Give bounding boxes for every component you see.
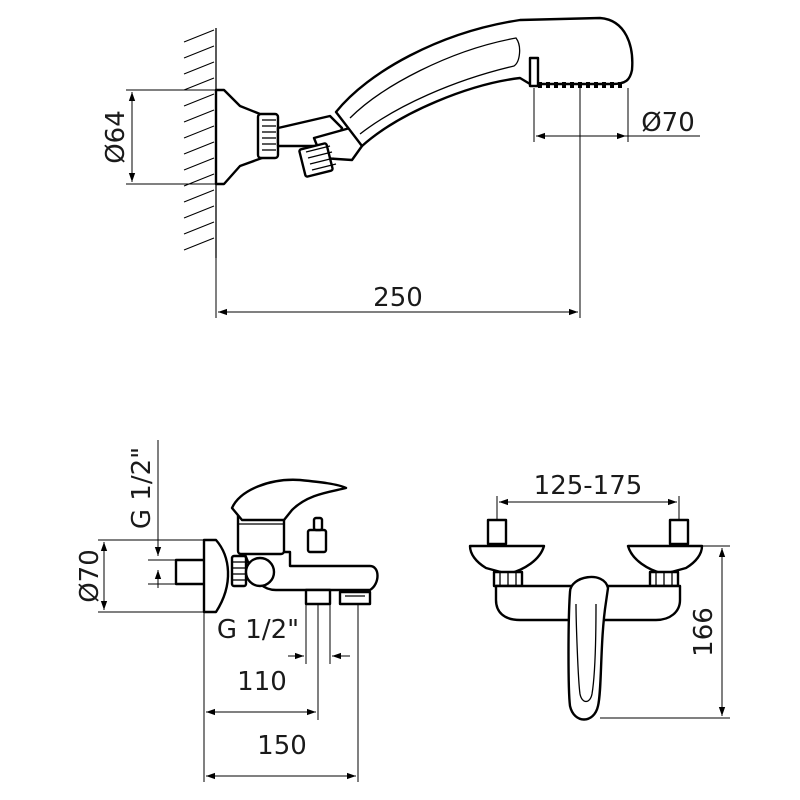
dimension-head-diameter: Ø70 xyxy=(533,88,700,318)
dimension-mixer-height: 166 xyxy=(600,545,730,719)
label-mixer-height: 166 xyxy=(689,607,719,657)
label-inlet-thread: G 1/2" xyxy=(127,447,157,529)
label-inlet-spacing: 125-175 xyxy=(534,471,643,501)
hand-shower xyxy=(334,16,634,148)
mixer-side-view: G 1/2" Ø70 G 1/2" 110 150 xyxy=(75,440,379,782)
dimension-spout-overall: 150 xyxy=(206,604,359,782)
dimension-mount-diameter: Ø64 xyxy=(101,89,222,185)
label-spout-overall: 150 xyxy=(257,731,307,761)
label-spout-outlet: 110 xyxy=(237,667,287,697)
dimension-inlet-thread: G 1/2" xyxy=(127,440,178,588)
shower-view: Ø64 Ø70 250 xyxy=(101,16,700,318)
label-escutcheon-diameter: Ø70 xyxy=(75,549,105,603)
label-head-diameter: Ø70 xyxy=(641,108,695,138)
dimension-overall-length: 250 xyxy=(215,258,578,318)
mixer-front-view: 125-175 166 xyxy=(468,471,730,721)
label-mount-diameter: Ø64 xyxy=(101,110,131,164)
dimension-inlet-spacing: 125-175 xyxy=(496,471,680,520)
wall-hatching xyxy=(183,28,217,258)
wall-bracket xyxy=(214,88,364,186)
dimension-spout-outlet: 110 xyxy=(203,604,319,782)
dimension-outlet-thread: G 1/2" xyxy=(217,604,350,664)
shower-nozzles xyxy=(538,82,622,88)
label-overall-length: 250 xyxy=(373,283,423,313)
dimension-escutcheon-diameter: Ø70 xyxy=(75,539,210,613)
label-outlet-thread: G 1/2" xyxy=(217,615,299,645)
